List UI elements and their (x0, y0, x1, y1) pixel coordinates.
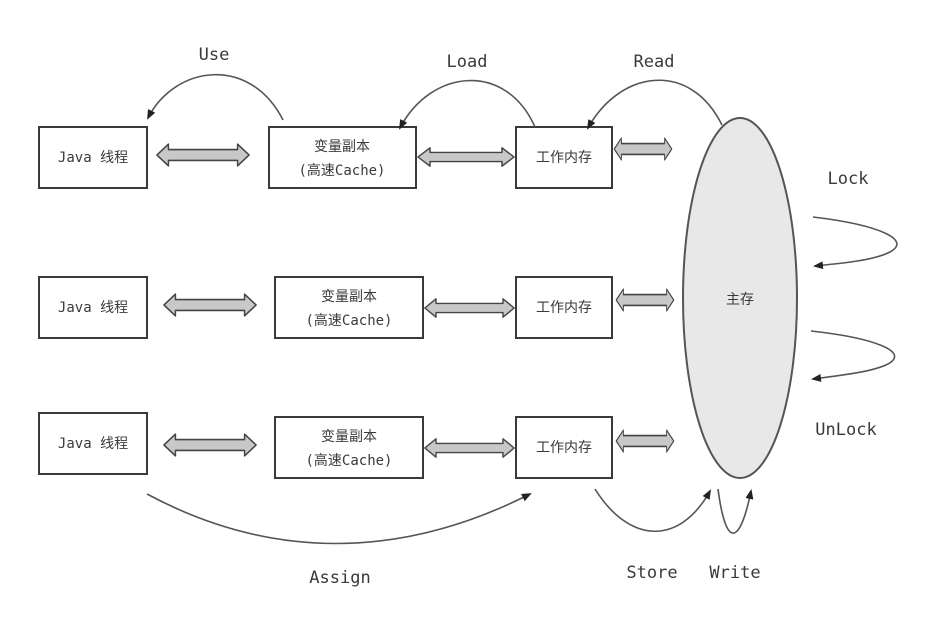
cache-working-memory-double-arrow (417, 147, 515, 167)
java-thread-rect (38, 276, 148, 339)
working-memory-box: 工作内存 (515, 276, 613, 339)
load-arrow (399, 79, 536, 130)
cache-box: 变量副本 (高速Cache) (274, 276, 424, 339)
unlock-label: UnLock (815, 420, 876, 440)
assign-label: Assign (309, 568, 370, 588)
row-1: Java 线程 变量副本 (高速Cache) 工作内存 (38, 126, 673, 189)
working-memory-rect (515, 276, 613, 339)
working-memory-label: 工作内存 (536, 300, 592, 316)
row-2: Java 线程 变量副本 (高速Cache) 工作内存 (38, 276, 675, 339)
cache-working-memory-double-arrow (424, 298, 515, 318)
cache-label-line2: (高速Cache) (305, 312, 392, 329)
cache-rect (274, 416, 424, 479)
lock-label: Lock (828, 169, 869, 189)
cache-label-line2: (高速Cache) (305, 452, 392, 469)
use-label: Use (199, 45, 230, 65)
thread-cache-double-arrow (156, 143, 250, 167)
java-thread-rect (38, 412, 148, 475)
cache-box: 变量副本 (高速Cache) (274, 416, 424, 479)
cache-label-line1: 变量副本 (314, 139, 370, 155)
java-thread-box: Java 线程 (38, 126, 148, 189)
cache-label-line1: 变量副本 (321, 289, 377, 305)
working-memory-rect (515, 126, 613, 189)
main-memory-ellipse (682, 117, 798, 479)
thread-cache-double-arrow (163, 293, 257, 317)
write-arrow (717, 488, 754, 534)
cache-working-memory-double-arrow (424, 438, 515, 458)
use-arrow (147, 73, 284, 121)
main-memory-label: 主存 (726, 292, 754, 308)
working-memory-main-double-arrow (615, 429, 675, 453)
main-memory: 主存 (682, 117, 798, 479)
working-memory-main-double-arrow (615, 288, 675, 312)
java-thread-box: Java 线程 (38, 412, 148, 475)
cache-rect (268, 126, 417, 189)
write-label: Write (709, 563, 760, 583)
working-memory-main-double-arrow (613, 137, 673, 161)
store-label: Store (626, 563, 677, 583)
working-memory-label: 工作内存 (536, 440, 592, 456)
load-label: Load (447, 52, 488, 72)
working-memory-box: 工作内存 (515, 126, 613, 189)
working-memory-box: 工作内存 (515, 416, 613, 479)
java-thread-label: Java 线程 (58, 150, 128, 166)
lock-arrow (812, 216, 898, 270)
read-arrow (587, 79, 723, 130)
java-thread-label: Java 线程 (58, 436, 128, 452)
cache-label-line1: 变量副本 (321, 429, 377, 445)
row-3: Java 线程 变量副本 (高速Cache) 工作内存 (38, 412, 675, 479)
working-memory-label: 工作内存 (536, 150, 592, 166)
cache-label-line2: (高速Cache) (298, 162, 385, 179)
java-thread-rect (38, 126, 148, 189)
working-memory-rect (515, 416, 613, 479)
unlock-arrow (810, 330, 896, 382)
store-arrow (594, 488, 711, 533)
cache-rect (274, 276, 424, 339)
java-thread-label: Java 线程 (58, 300, 128, 316)
cache-box: 变量副本 (高速Cache) (268, 126, 417, 189)
thread-cache-double-arrow (163, 433, 257, 457)
java-thread-box: Java 线程 (38, 276, 148, 339)
assign-arrow (146, 493, 532, 545)
read-label: Read (634, 52, 675, 72)
